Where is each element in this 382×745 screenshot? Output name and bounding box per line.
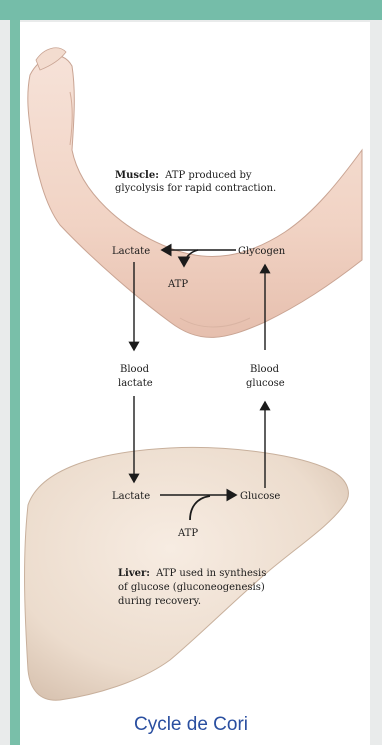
- liver-description-line1: Liver: ATP used in synthesis: [118, 568, 266, 579]
- muscle-description-line2: glycolysis for rapid contraction.: [115, 183, 276, 194]
- liver-atp-label: ATP: [177, 528, 198, 539]
- muscle-description-line1: Muscle: ATP produced by: [115, 170, 252, 181]
- liver-lactate-label: Lactate: [112, 491, 150, 502]
- glucose-label: Glucose: [240, 491, 280, 502]
- figure-caption: Cycle de Cori: [134, 714, 248, 735]
- blood-glucose-label-2: glucose: [246, 378, 285, 389]
- liver-description-line2: of glucose (gluconeogenesis): [118, 582, 265, 593]
- muscle-atp-label: ATP: [167, 279, 188, 290]
- glycogen-label: Glycogen: [238, 246, 286, 257]
- blood-lactate-label-1: Blood: [120, 364, 150, 375]
- muscle-lactate-label: Lactate: [112, 246, 150, 257]
- blood-glucose-label-1: Blood: [250, 364, 280, 375]
- liver-description-line3: during recovery.: [118, 596, 201, 607]
- blood-lactate-label-2: lactate: [118, 378, 153, 389]
